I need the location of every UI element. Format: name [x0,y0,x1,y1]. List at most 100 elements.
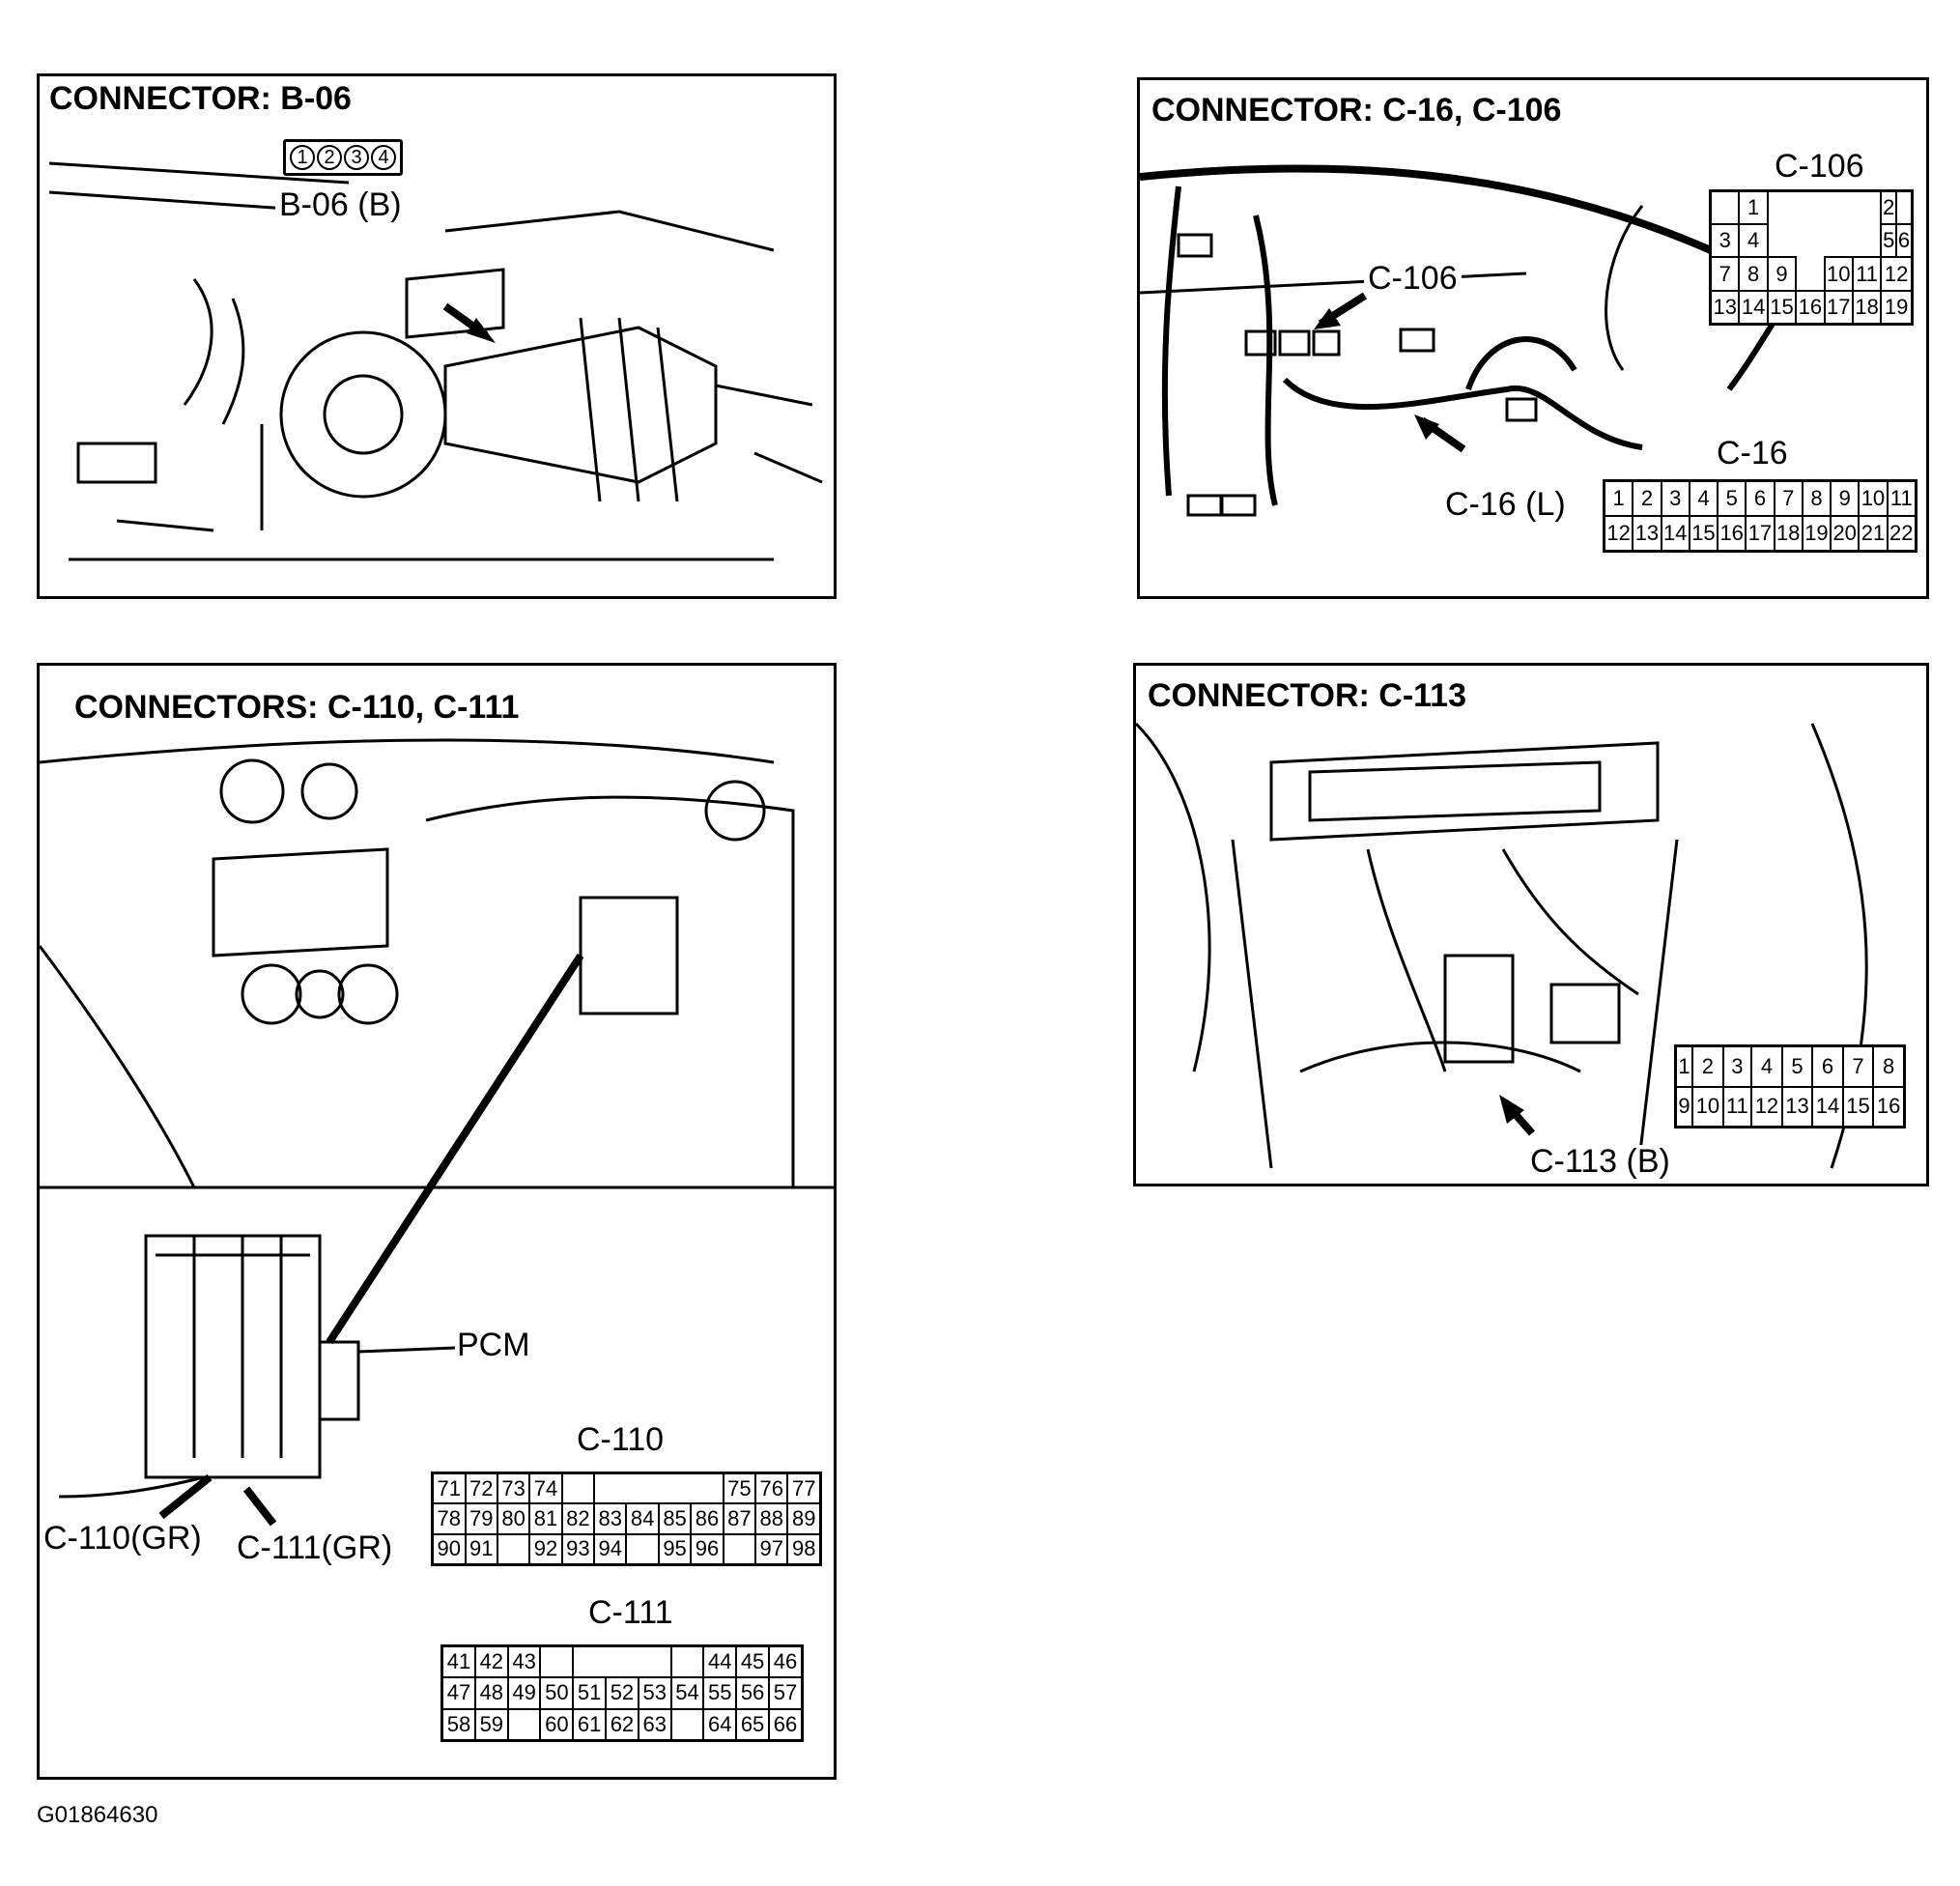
center-console-illustration [1136,722,1868,1169]
pin-cell: 4 [1738,223,1769,259]
pin-cell: 54 [669,1676,705,1710]
pin-cell: 9 [1674,1085,1694,1129]
pin-cell: 89 [786,1502,822,1535]
pin-cell: 13 [1632,515,1662,553]
pin-cell: 10 [1823,256,1854,292]
pin-cell: 15 [1841,1085,1875,1129]
pin-cell: 86 [690,1502,724,1535]
pin-cell: 11 [1721,1085,1753,1129]
pin-cell: 98 [786,1532,822,1566]
pin-cell: 64 [702,1707,738,1742]
pin-cell: 74 [528,1472,563,1505]
pin-cell: 16 [1872,1085,1906,1129]
pin-cell: 66 [767,1707,804,1742]
pin-cell: 13 [1709,289,1741,326]
pin-cell: 95 [657,1532,693,1566]
pin-cell: 17 [1745,515,1775,553]
pin-cell: 20 [1830,515,1861,553]
pin-cell: 15 [1688,515,1719,553]
callout-c113: C-113 (B) [1526,1145,1674,1178]
pin-cell: 50 [539,1676,575,1710]
pin-cell: 14 [1811,1085,1844,1129]
pin-cell: 80 [496,1502,531,1535]
pin-cell [671,1646,704,1678]
pin-cell: 63 [637,1707,672,1742]
c106-pinout: 1 2 3 4 5 6 7 8 9 10 11 12 13 14 15 16 1… [1709,189,1914,326]
panel-title: CONNECTOR: B-06 [43,82,357,115]
panel-title: CONNECTOR: C-16, C-106 [1146,94,1568,127]
pin-cell: 3 [1709,223,1741,259]
pin-cell: 7 [1773,479,1804,517]
pin-cell: 55 [702,1676,738,1710]
pin-cell [540,1646,573,1678]
pin-cell: 76 [754,1472,789,1505]
pin-cell: 45 [735,1644,770,1679]
pin-cell: 8 [1801,479,1832,517]
c113-pinout: 1 2 3 4 5 6 7 8 9 10 11 12 13 14 15 16 [1674,1044,1906,1129]
callout-b06: B-06 (B) [275,188,406,221]
panel-title: CONNECTOR: C-113 [1142,679,1472,712]
pin-cell: 42 [473,1644,509,1679]
figure-id: G01864630 [37,1802,158,1828]
pin-cell: 19 [1801,515,1832,553]
pin-cell: 6 [1811,1044,1844,1088]
pin-cell: 21 [1858,515,1889,553]
pin-cell: 19 [1880,289,1914,326]
pin-cell: 96 [690,1532,724,1566]
pin-cell: 46 [767,1644,804,1679]
pin-cell: 82 [560,1502,596,1535]
pin-cell: 6 [1895,223,1914,259]
pin-cell: 4 [1750,1044,1783,1088]
pin-cell: 18 [1851,289,1883,326]
pin-cell: 11 [1886,479,1917,517]
pin-cell: 18 [1773,515,1804,553]
pin-cell: 77 [786,1472,822,1505]
panel-connector-b06: CONNECTOR: B-06 1 2 3 4 B-06 (B) [37,73,837,599]
pin-cell: 84 [625,1502,660,1535]
pin-cell: 5 [1880,223,1898,259]
pin-cell [1768,191,1882,225]
pin-cell: 94 [593,1532,628,1566]
pin-cell: 75 [722,1472,757,1505]
pin-cell: 56 [735,1676,770,1710]
pin-cell: 22 [1886,515,1917,553]
pin-cell: 91 [464,1532,498,1566]
pin-cell: 90 [431,1532,467,1566]
callout-c110: C-110(GR) [40,1522,206,1555]
pin-cell: 61 [572,1707,608,1742]
pin-cell [1711,191,1740,225]
pin: 1 [290,145,315,170]
callout-c16: C-16 (L) [1441,488,1570,521]
pin-cell: 16 [1795,289,1826,326]
pin-cell: 12 [1750,1085,1783,1129]
dashboard-pcm-illustration [40,738,834,1527]
pin-cell: 9 [1830,479,1861,517]
engine-bay-illustration [48,161,823,561]
pin-cell: 8 [1738,256,1769,292]
pin-cell: 81 [528,1502,563,1535]
pin-cell: 51 [572,1676,608,1710]
pin-cell: 73 [496,1472,531,1505]
c106-label: C-106 [1775,148,1864,185]
pin-cell: 47 [440,1676,476,1710]
pin-cell: 48 [473,1676,509,1710]
pin-cell: 57 [767,1676,804,1710]
pin-cell: 52 [605,1676,639,1710]
pin-cell: 15 [1766,289,1798,326]
pin-cell: 62 [605,1707,639,1742]
pin-cell: 1 [1603,479,1634,517]
pin-cell: 60 [539,1707,575,1742]
pin-cell [1896,191,1912,225]
pin-cell [508,1709,541,1741]
panel-connector-c16-c106: CONNECTOR: C-16, C-106 C-106 C-16 (L) C-… [1137,77,1929,599]
callout-c106: C-106 [1364,262,1462,295]
pin-cell: 9 [1766,256,1798,292]
pin-cell: 13 [1780,1085,1814,1129]
pin-cell: 92 [528,1532,563,1566]
pin-cell [1768,224,1882,257]
pin-cell: 44 [702,1644,738,1679]
pin-cell [572,1644,672,1678]
pin-cell: 7 [1841,1044,1875,1088]
pin-cell: 3 [1660,479,1690,517]
pin-cell: 8 [1872,1044,1906,1088]
